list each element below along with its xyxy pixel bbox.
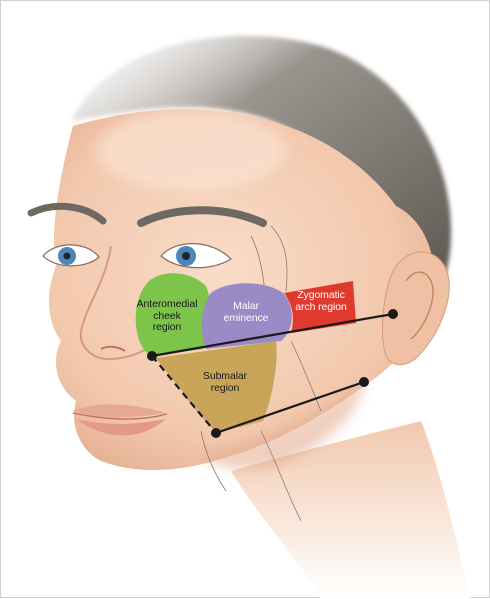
point-ear-upper (388, 309, 398, 319)
label-submalar: Submalar region (202, 370, 248, 394)
forehead-highlight (96, 111, 286, 191)
label-zygomatic-arch: Zygomatic arch region (295, 289, 347, 313)
mouth-line (72, 412, 168, 420)
label-anteromedial-cheek: Anteromedial cheek region (136, 298, 198, 333)
left-pupil (63, 252, 71, 260)
boundary-lines (151, 312, 394, 435)
region-malar-eminence (201, 283, 292, 349)
point-ear-lower (359, 377, 369, 387)
point-oral-commissure (211, 428, 221, 438)
upper-boundary-line (151, 312, 394, 358)
left-eyebrow (27, 202, 107, 225)
right-pupil (182, 252, 190, 260)
nostril (100, 345, 126, 352)
lower-lip (76, 419, 166, 436)
nose (79, 245, 152, 361)
region-anteromedial-cheek (135, 273, 211, 356)
lower-boundary-line (215, 380, 365, 435)
ear-inner (405, 271, 434, 340)
hair (71, 35, 451, 302)
ear (382, 251, 450, 366)
upper-lip (73, 404, 166, 418)
right-eyebrow (137, 206, 267, 227)
label-malar-eminence: Malar eminence (223, 300, 269, 324)
point-nasal (147, 351, 157, 361)
region-zygomatic-arch (284, 281, 356, 333)
region-submalar (156, 341, 277, 433)
jaw-shadow (201, 379, 366, 471)
neck (231, 421, 471, 599)
dashed-boundary-line (151, 355, 217, 434)
